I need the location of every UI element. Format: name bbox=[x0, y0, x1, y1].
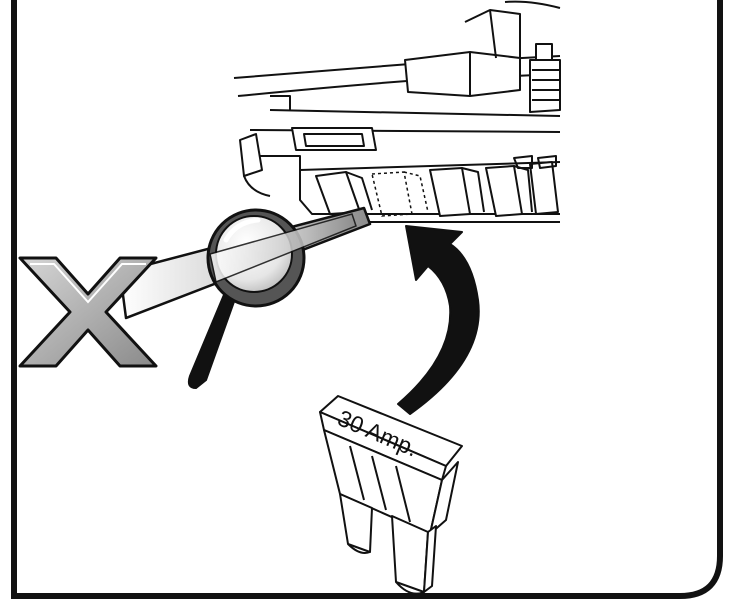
curved-arrow-icon bbox=[398, 226, 479, 414]
magnifying-glass-icon bbox=[189, 210, 356, 388]
empty-fuse-slot bbox=[372, 172, 428, 216]
replacement-fuse: 30 Amp. bbox=[320, 396, 462, 594]
engine-housing bbox=[234, 2, 560, 222]
